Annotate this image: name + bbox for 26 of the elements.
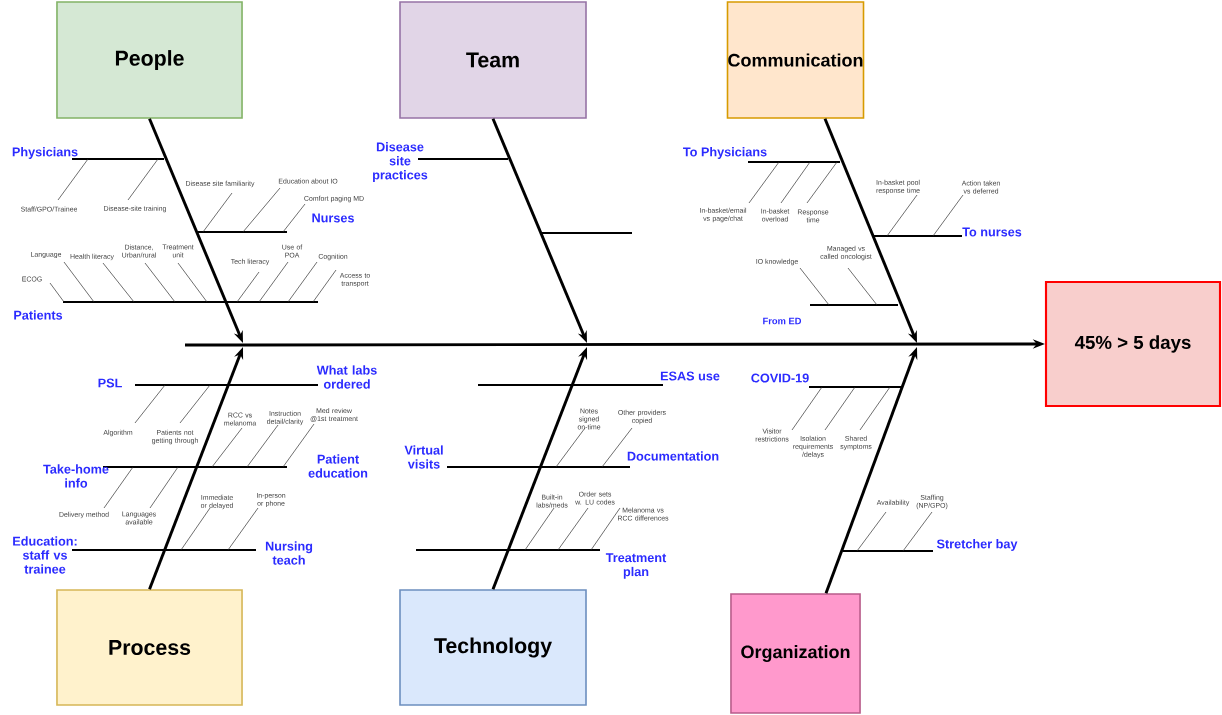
cause-label: Nursing teach <box>265 541 313 565</box>
category-box: Technology <box>399 589 587 706</box>
cause-label: Education: staff vs trainee <box>13 536 77 574</box>
cause-label: COVID-19 <box>751 373 809 383</box>
effect-box: 45% > 5 days <box>1044 280 1222 408</box>
cause-label: What labs ordered <box>316 365 377 389</box>
category-box: Communication <box>726 1 865 119</box>
cause-label: Virtual visits <box>404 445 443 469</box>
cause-label: Physicians <box>12 147 78 159</box>
cause-label: Patients <box>14 310 63 320</box>
category-box: Process <box>56 589 243 706</box>
cause-label: Patient education <box>308 454 368 478</box>
cause-label: To nurses <box>962 227 1022 237</box>
cause-label: Disease site practices <box>373 142 428 182</box>
cause-label: Take-home info <box>43 464 109 488</box>
cause-label: PSL <box>98 378 122 388</box>
cause-label: To Physicians <box>683 147 767 159</box>
cause-label: From ED <box>763 317 802 325</box>
cause-label: Stretcher bay <box>936 539 1018 551</box>
category-box: People <box>56 1 243 119</box>
cause-label: ESAS use <box>660 371 720 381</box>
category-box: Team <box>399 1 587 119</box>
cause-label: Documentation <box>627 451 719 461</box>
cause-label: Nurses <box>312 213 354 223</box>
cause-label: Treatment plan <box>605 553 667 579</box>
category-box: Organization <box>730 593 861 714</box>
